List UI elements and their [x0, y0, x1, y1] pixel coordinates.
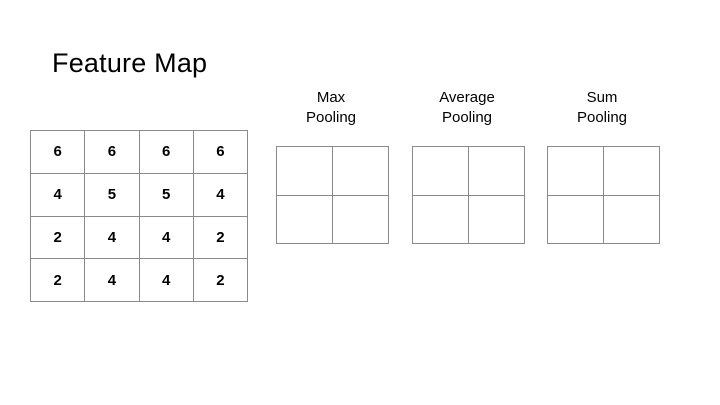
sum-pooling-label-line-2: Pooling [576, 109, 628, 126]
feature-map-cell: 2 [29, 215, 86, 260]
sum-pooling-cell [547, 146, 604, 196]
sum-pooling-label: Sum Pooling [547, 88, 657, 146]
feature-map-cell: 4 [84, 258, 140, 302]
page-title: Feature Map [52, 48, 208, 78]
feature-map-cell: 4 [84, 215, 140, 260]
max-pooling-label-line-1: Max [316, 89, 346, 106]
feature-map-cell: 4 [138, 258, 194, 302]
average-pooling-cell [468, 194, 525, 244]
sum-pooling-cell [603, 146, 660, 196]
feature-map-cell: 4 [192, 172, 249, 217]
feature-map-cell: 6 [84, 130, 140, 174]
feature-map-cell: 2 [192, 215, 249, 260]
table-row: 6 6 6 6 [29, 130, 249, 174]
feature-map-cell: 6 [192, 130, 249, 174]
sum-pooling-table [547, 146, 660, 244]
feature-map-table: 6 6 6 6 4 5 5 4 2 4 4 2 2 4 4 2 [29, 130, 249, 302]
feature-map-cell: 6 [138, 130, 194, 174]
average-pooling-column: Average Pooling [412, 88, 525, 244]
table-row [412, 194, 525, 244]
feature-map-cell: 2 [29, 258, 86, 302]
table-row [276, 194, 389, 244]
sum-pooling-cell [603, 194, 660, 244]
average-pooling-cell [412, 194, 469, 244]
average-pooling-table [412, 146, 525, 244]
average-pooling-label-line-1: Average [439, 89, 495, 106]
sum-pooling-label-line-1: Sum [586, 89, 618, 106]
feature-map-cell: 4 [138, 215, 194, 260]
table-row: 2 4 4 2 [29, 258, 249, 302]
feature-map-cell: 5 [84, 172, 140, 217]
average-pooling-cell [412, 146, 469, 196]
max-pooling-cell [276, 194, 333, 244]
sum-pooling-cell [547, 194, 604, 244]
average-pooling-label: Average Pooling [412, 88, 522, 146]
table-row: 2 4 4 2 [29, 215, 249, 260]
table-row [276, 146, 389, 196]
max-pooling-label-line-2: Pooling [305, 109, 357, 126]
average-pooling-label-line-2: Pooling [441, 109, 493, 126]
table-row [412, 146, 525, 196]
table-row: 4 5 5 4 [29, 172, 249, 217]
max-pooling-cell [276, 146, 333, 196]
max-pooling-cell [332, 194, 389, 244]
feature-map-cell: 4 [29, 172, 86, 217]
table-row [547, 194, 660, 244]
feature-map-cell: 2 [192, 258, 249, 302]
average-pooling-cell [468, 146, 525, 196]
max-pooling-table [276, 146, 389, 244]
max-pooling-column: Max Pooling [276, 88, 389, 244]
table-row [547, 146, 660, 196]
feature-map-cell: 6 [29, 130, 86, 174]
max-pooling-cell [332, 146, 389, 196]
sum-pooling-column: Sum Pooling [547, 88, 660, 244]
max-pooling-label: Max Pooling [276, 88, 386, 146]
feature-map-cell: 5 [138, 172, 194, 217]
